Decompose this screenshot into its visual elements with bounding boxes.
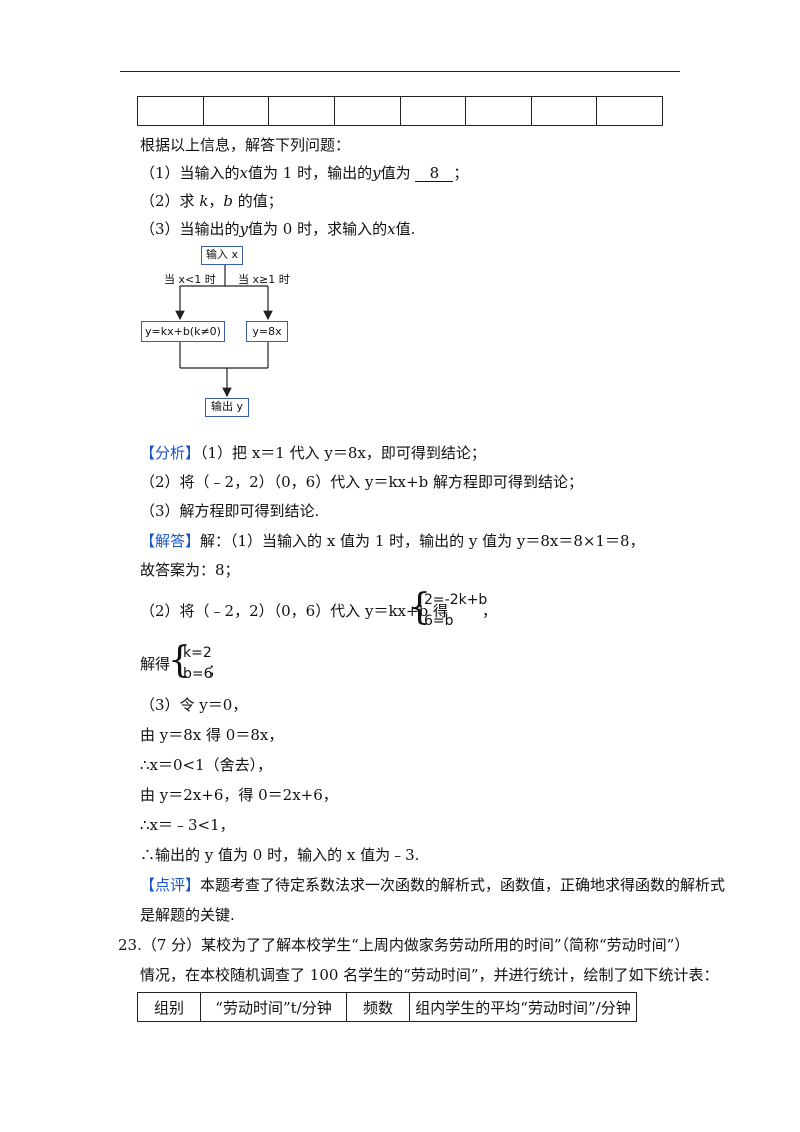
flow-branch-left: 当 x<1 时 — [164, 273, 216, 286]
question-3: （3）当输出的y值为 0 时，求输入的x值. — [140, 219, 415, 239]
solution-line-1: 【解答】解：（1）当输入的 x 值为 1 时，输出的 y 值为 y＝8x＝8×1… — [140, 531, 645, 551]
table-cell — [333, 96, 401, 126]
flow-left-formula-box: y=kx+b(k≠0) — [141, 321, 225, 342]
table-header-cell: 组内学生的平均“劳动时间”/分钟 — [409, 992, 637, 1022]
solution-line-4-end: ； — [208, 661, 224, 679]
var-y: y — [239, 220, 249, 238]
table-cell — [268, 96, 335, 126]
q3-suffix: 值. — [395, 220, 416, 238]
header-rule — [120, 71, 680, 72]
q1-mid1: 值为 1 时，输出的 — [248, 164, 373, 182]
equation: 2=-2k+b — [424, 592, 488, 608]
solution-tag: 【解答】 — [140, 532, 201, 550]
equation-system-2: k=2 b=6 — [183, 643, 213, 685]
question-23-line-1: 23.（7 分）某校为了了解本校学生“上周内做家务劳动所用的时间”（简称“劳动时… — [118, 936, 690, 954]
system-brace: { — [168, 640, 191, 681]
solution-line-3-end: ， — [482, 602, 498, 620]
table-cell — [465, 96, 532, 126]
intro-text: 根据以上信息，解答下列问题： — [140, 136, 351, 154]
table-cell — [596, 96, 663, 126]
top-table — [137, 96, 663, 126]
solution-line-5: （3）令 y＝0， — [140, 696, 248, 714]
analysis-line-1: 【分析】（1）把 x＝1 代入 y＝8x，即可得到结论； — [140, 443, 486, 463]
var-k: k — [199, 192, 209, 210]
q3-prefix: （3）当输出的 — [140, 220, 240, 238]
comment-tag: 【点评】 — [140, 876, 201, 894]
var-x: x — [239, 164, 249, 182]
q1-suffix: ； — [453, 164, 469, 182]
flow-output-box: 输出 y — [205, 398, 249, 417]
table-cell — [399, 96, 467, 126]
table-header-cell: 频数 — [346, 992, 410, 1022]
q2-prefix: （2）求 — [140, 192, 200, 210]
equation: 6=b — [424, 613, 454, 629]
equation-system-1: 2=-2k+b 6=b — [424, 590, 487, 632]
question-2: （2）求 k，b 的值； — [140, 191, 283, 211]
table-header-row: 组别 “劳动时间”t/分钟 频数 组内学生的平均“劳动时间”/分钟 — [137, 992, 637, 1022]
stats-table: 组别 “劳动时间”t/分钟 频数 组内学生的平均“劳动时间”/分钟 — [137, 992, 637, 1022]
analysis-line-3: （3）解方程即可得到结论. — [140, 502, 320, 520]
solution-line-7: ∴x＝0<1（舍去）， — [140, 756, 273, 774]
q2-comma: ， — [208, 192, 224, 210]
table-row — [137, 96, 663, 126]
q1-answer: 8 — [415, 165, 454, 182]
table-header-cell: 组别 — [137, 992, 201, 1022]
q1-mid2: 值为 — [380, 164, 411, 182]
q2-suffix: 的值； — [233, 192, 283, 210]
solution-line-3: （2）将（﹣2，2）（0，6）代入 y＝kx+b 得 — [140, 602, 448, 620]
table-header-cell: “劳动时间”t/分钟 — [200, 992, 347, 1022]
table-cell — [202, 96, 270, 126]
q3-mid: 值为 0 时，求输入的 — [248, 220, 388, 238]
var-x: x — [387, 220, 396, 238]
solution-line-8: 由 y＝2x+6，得 0＝2x+6， — [140, 786, 338, 804]
analysis-tag: 【分析】 — [140, 444, 201, 462]
table-cell — [137, 96, 204, 126]
q1-prefix: （1）当输入的 — [140, 164, 240, 182]
solution-line-6: 由 y＝8x 得 0＝8x， — [140, 726, 284, 744]
var-b: b — [223, 192, 234, 210]
solution-text: 解：（1）当输入的 x 值为 1 时，输出的 y 值为 y＝8x＝8×1＝8， — [200, 532, 645, 550]
equation: b=6 — [183, 666, 213, 682]
comment-line-2: 是解题的关键. — [140, 906, 235, 924]
question-1: （1）当输入的x值为 1 时，输出的y值为 8； — [140, 163, 468, 183]
solution-line-4: 解得 — [140, 655, 171, 673]
system-brace: { — [408, 587, 431, 628]
solution-line-10: ∴输出的 y 值为 0 时，输入的 x 值为﹣3. — [140, 846, 420, 864]
equation: k=2 — [183, 645, 212, 661]
flow-right-formula-box: y=8x — [246, 321, 288, 342]
flow-branch-right: 当 x≥1 时 — [238, 273, 290, 286]
comment-line-1: 【点评】本题考查了待定系数法求一次函数的解析式，函数值，正确地求得函数的解析式 — [140, 875, 725, 895]
flow-input-box: 输入 x — [201, 246, 243, 265]
comment-text: 本题考查了待定系数法求一次函数的解析式，函数值，正确地求得函数的解析式 — [200, 876, 726, 894]
analysis-text: （1）把 x＝1 代入 y＝8x，即可得到结论； — [200, 444, 486, 462]
solution-line-9: ∴x＝﹣3<1， — [140, 816, 235, 834]
solution-line-2: 故答案为：8； — [140, 561, 240, 579]
var-y: y — [372, 164, 381, 182]
analysis-line-2: （2）将（﹣2，2）（0，6）代入 y＝kx+b 解方程即可得到结论； — [140, 473, 583, 491]
question-23-line-2: 情况，在本校随机调查了 100 名学生的“劳动时间”，并进行统计，绘制了如下统计… — [140, 966, 719, 984]
table-cell — [530, 96, 598, 126]
